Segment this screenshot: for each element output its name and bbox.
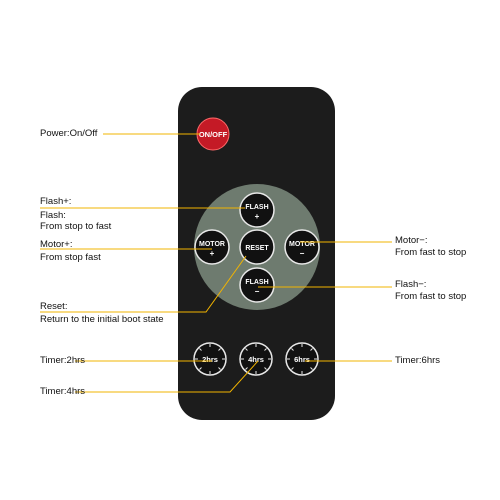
- timer-6hrs-button: 6hrs: [285, 342, 319, 376]
- svg-text:MOTOR: MOTOR: [199, 241, 225, 248]
- svg-text:6hrs: 6hrs: [294, 355, 310, 364]
- label-flash-minus-title: Flash−:: [395, 279, 427, 290]
- label-power: Power:On/Off: [40, 128, 98, 139]
- label-motor-plus-title: Motor+:: [40, 239, 73, 250]
- label-flash-plus-line2: Flash:: [40, 210, 66, 221]
- motor-plus-button: MOTOR +: [194, 229, 230, 265]
- flash-plus-button: FLASH +: [239, 192, 275, 228]
- svg-text:4hrs: 4hrs: [248, 355, 264, 364]
- svg-text:+: +: [255, 212, 260, 221]
- svg-text:FLASH: FLASH: [245, 279, 268, 286]
- label-motor-minus-title: Motor−:: [395, 235, 428, 246]
- label-motor-minus-line2: From fast to stop: [395, 247, 467, 258]
- svg-text:+: +: [210, 249, 215, 258]
- label-flash-plus-title: Flash+:: [40, 196, 72, 207]
- timer-4hrs-button: 4hrs: [239, 342, 273, 376]
- label-timer-4hrs: Timer:4hrs: [40, 386, 86, 397]
- reset-leader: [40, 255, 247, 313]
- label-timer-2hrs: Timer:2hrs: [40, 355, 86, 366]
- svg-text:ON/OFF: ON/OFF: [199, 130, 228, 139]
- timer-4hrs-leader: [75, 360, 259, 393]
- motor-minus-button: MOTOR −: [284, 229, 320, 265]
- reset-button: RESET: [239, 229, 275, 265]
- timer-2hrs-button: 2hrs: [193, 342, 227, 376]
- label-motor-plus-line2: From stop fast: [40, 252, 101, 263]
- label-reset-title: Reset:: [40, 301, 68, 312]
- svg-text:MOTOR: MOTOR: [289, 241, 315, 248]
- power-button: ON/OFF: [196, 117, 230, 151]
- label-reset-line2: Return to the initial boot state: [40, 314, 164, 325]
- flash-minus-button: FLASH −: [239, 267, 275, 303]
- label-timer-6hrs: Timer:6hrs: [395, 355, 441, 366]
- svg-text:2hrs: 2hrs: [202, 355, 218, 364]
- svg-text:RESET: RESET: [245, 245, 269, 252]
- label-flash-plus-line3: From stop to fast: [40, 221, 112, 232]
- svg-text:FLASH: FLASH: [245, 204, 268, 211]
- svg-text:−: −: [255, 287, 260, 296]
- label-flash-minus-line2: From fast to stop: [395, 291, 467, 302]
- svg-text:−: −: [300, 249, 305, 258]
